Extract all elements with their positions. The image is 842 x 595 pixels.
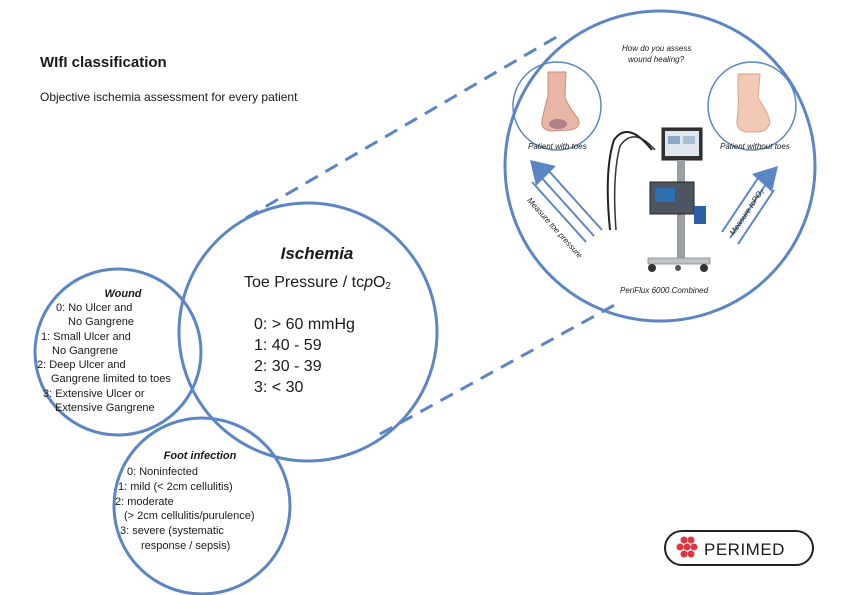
foot-infection-line: response / sepsis): [141, 540, 231, 552]
device-icon: [606, 127, 711, 272]
page-title: WIfI classification: [40, 54, 167, 71]
ischemia-line: 3: < 30: [254, 379, 304, 396]
wound-line: Gangrene limited to toes: [51, 373, 171, 385]
wound-line: No Gangrene: [68, 316, 135, 328]
ischemia-line: 2: 30 - 39: [254, 358, 322, 375]
perimed-logo: [664, 530, 814, 566]
wound-line: Extensive Gangrene: [55, 402, 155, 414]
arrow-right-icon: [721, 166, 778, 245]
foot-infection-line: (> 2cm cellulitis/purulence): [124, 510, 255, 522]
question-line-1: How do you assess: [622, 44, 692, 53]
wound-line: 0: No Ulcer and: [56, 302, 133, 314]
ischemia-line: 0: > 60 mmHg: [254, 316, 355, 333]
foot-infection-circle: [112, 416, 292, 595]
ischemia-subtitle-p: p: [364, 274, 373, 291]
wound-line: 2: Deep Ulcer and: [37, 359, 126, 371]
connector-line-top: [245, 33, 561, 220]
wound-title: Wound: [104, 288, 142, 300]
wound-line: No Gangrene: [52, 345, 119, 357]
perimed-logo-text: PERIMED: [704, 540, 785, 559]
wound-line: 3: Extensive Ulcer or: [43, 388, 145, 400]
patient-with-toes-label: Patient with toes: [528, 142, 587, 151]
foot-infection-line: 2: moderate: [115, 496, 174, 508]
connector-line-bottom: [379, 300, 621, 436]
question-line-2: wound healing?: [628, 55, 685, 64]
foot-infection-line: 0: Noninfected: [127, 466, 198, 478]
foot-with-toes-circle: [512, 61, 602, 151]
patient-without-toes-label: Patient without toes: [720, 142, 790, 151]
device-circle: [503, 9, 817, 323]
page-subtitle: Objective ischemia assessment for every …: [40, 90, 298, 104]
arrow-left-icon: [530, 160, 603, 243]
foot-infection-line: 1: mild (< 2cm cellulitis): [118, 481, 233, 493]
ischemia-title: Ischemia: [280, 244, 354, 263]
wound-line: 1: Small Ulcer and: [41, 331, 131, 343]
foot-with-toes-icon: [541, 71, 580, 132]
ischemia-subtitle-prefix: Toe Pressure / tc: [244, 274, 365, 291]
foot-infection-line: 3: severe (systematic: [120, 525, 224, 537]
wound-circle: [33, 267, 203, 437]
foot-without-toes-icon: [736, 73, 771, 133]
ischemia-circle: [177, 201, 439, 463]
foot-without-toes-circle: [707, 61, 797, 151]
device-name-label: PeriFlux 6000 Combined: [620, 286, 709, 295]
ischemia-subtitle: Toe Pressure / tcpO2: [225, 274, 410, 292]
foot-infection-title: Foot infection: [163, 450, 237, 462]
ischemia-subtitle-o: O: [372, 274, 386, 291]
ischemia-subtitle-sub: 2: [385, 281, 391, 292]
ischemia-line: 1: 40 - 59: [254, 337, 322, 354]
